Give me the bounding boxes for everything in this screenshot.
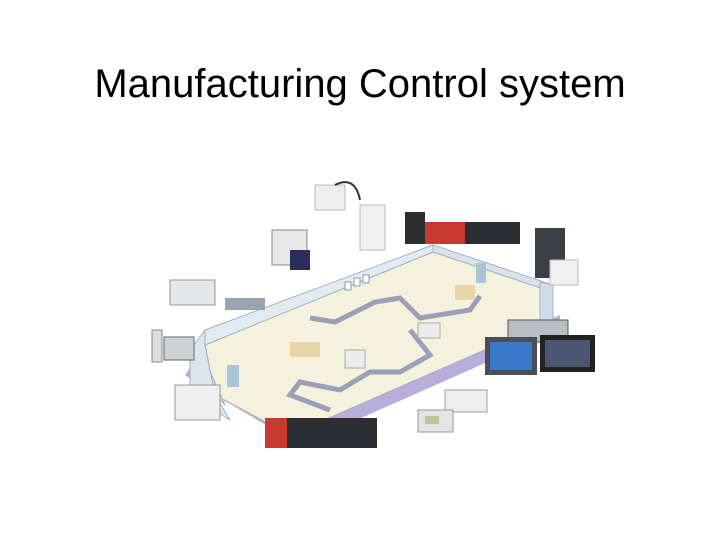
right-wall [539,281,554,326]
measurement-machine [174,384,221,421]
machine [455,285,475,300]
window [344,281,352,291]
slide-title: Manufacturing Control system [94,62,626,106]
door [227,365,239,387]
door [476,263,486,283]
window [353,277,361,287]
servo-drive [271,229,310,270]
conveyor-line [285,328,434,413]
hmi-panels-right [485,319,595,375]
cnc-machine [169,279,265,310]
plc-rack-bottom [265,418,377,448]
hmi-panel-left [151,329,195,363]
machine [290,342,320,357]
window [362,274,370,284]
machine [417,322,441,339]
conveyor-line [309,294,483,325]
inverter-devices [535,228,579,286]
machine [344,349,366,369]
robot-arm [314,181,386,251]
plc-rack-top [405,212,520,244]
compact-plcs [417,389,488,433]
